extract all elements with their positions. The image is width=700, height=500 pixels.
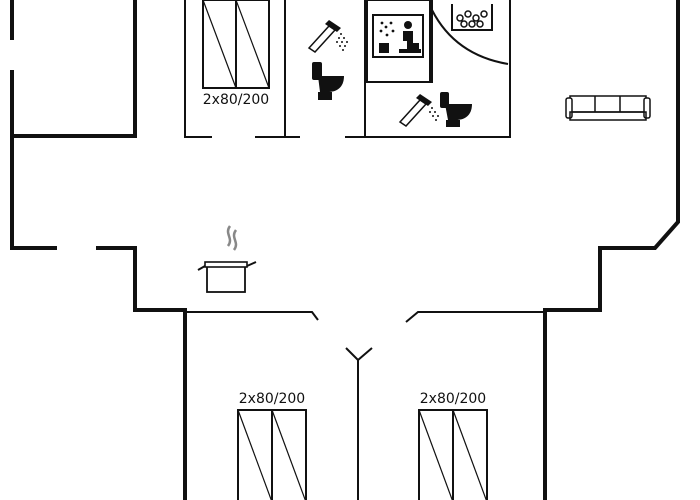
shower-icon xyxy=(398,94,439,127)
bed-lower-right-label: 2x80/200 xyxy=(420,391,486,407)
lower-left-wall xyxy=(96,246,187,500)
bed-top xyxy=(202,0,270,89)
cooking-pot-icon xyxy=(197,225,257,293)
partition-top xyxy=(345,347,373,362)
whirlpool-door-arc xyxy=(431,9,509,65)
shower-icon xyxy=(307,20,348,53)
left-room-wall xyxy=(13,0,137,138)
bed-lower-left-diag-1 xyxy=(237,409,272,500)
bed-top-diag-2 xyxy=(235,0,270,89)
toilet-icon xyxy=(440,92,472,127)
lower-right-wall xyxy=(543,0,680,500)
sofa-icon xyxy=(565,95,651,121)
bed-lower-left-diag-2 xyxy=(271,409,306,500)
bed-top-label: 2x80/200 xyxy=(203,92,269,108)
whirlpool-icon xyxy=(451,4,493,31)
bed-top-diag-1 xyxy=(202,0,237,89)
toilet-icon xyxy=(312,62,344,100)
upper-bedroom-wall xyxy=(184,0,300,138)
bed-lower-right-diag-1 xyxy=(418,409,453,500)
bed-lower-right-diag-2 xyxy=(452,409,487,500)
bathroom-block-wall xyxy=(345,0,511,138)
bed-lower-left-label: 2x80/200 xyxy=(239,391,305,407)
sauna-box xyxy=(366,0,431,83)
bed-lower-left xyxy=(237,409,307,500)
corridor-wall-left xyxy=(185,311,319,321)
sauna-icon xyxy=(372,14,424,58)
corridor-wall-right xyxy=(405,311,545,323)
bed-lower-right xyxy=(418,409,488,500)
walls xyxy=(10,0,680,500)
left-exterior-wall xyxy=(10,0,57,250)
